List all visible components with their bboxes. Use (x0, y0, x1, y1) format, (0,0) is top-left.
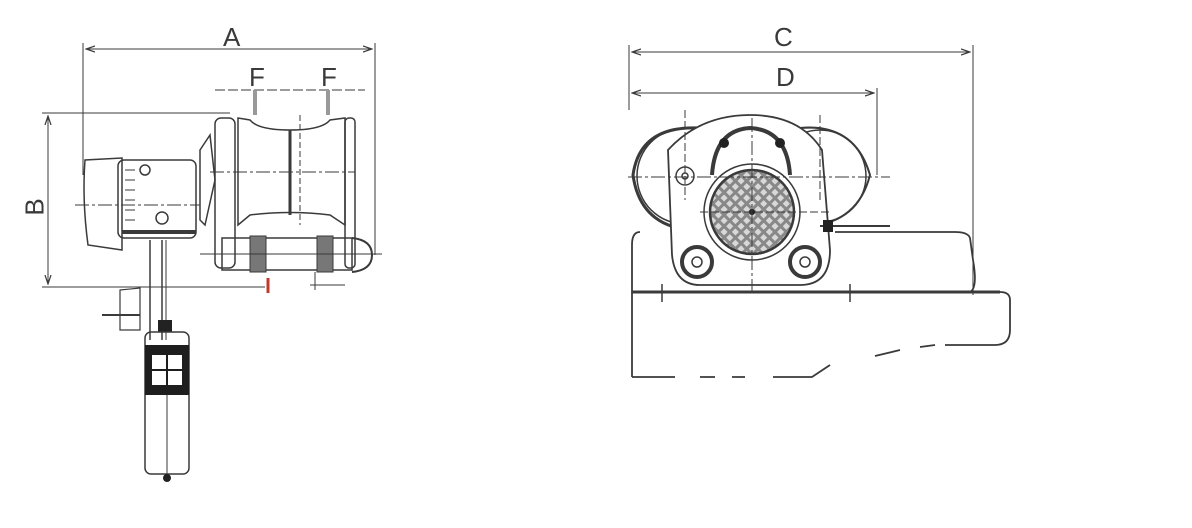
dimension-label-c: C (774, 22, 793, 52)
dimension-label-f-left: F (249, 62, 265, 92)
dimension-label-f-right: F (321, 62, 337, 92)
side-view (42, 43, 382, 482)
front-view (628, 45, 1011, 378)
dimension-label-a: A (223, 22, 241, 52)
dimension-label-d: D (776, 62, 795, 92)
